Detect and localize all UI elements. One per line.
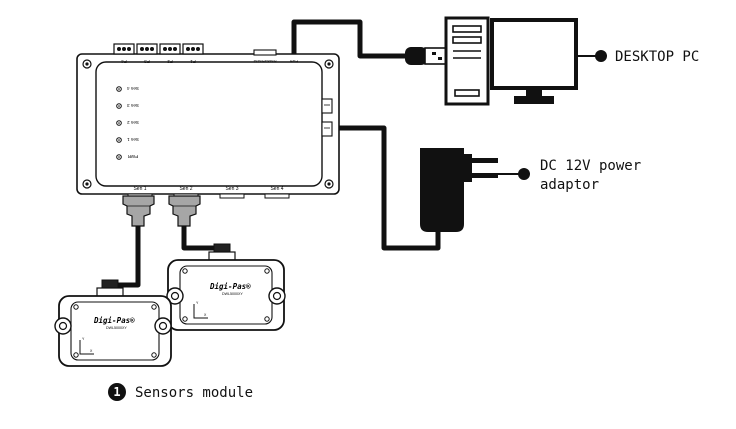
desktop-pc-label: DESKTOP PC <box>615 49 699 65</box>
power-adaptor-label-line2: adaptor <box>540 177 599 193</box>
svg-text:X: X <box>204 313 207 317</box>
sensors-module-label: Sensors module <box>135 385 253 401</box>
usb-cable <box>291 19 410 59</box>
sensor-module-1: Digi-Pas® DWL5000XY Y X <box>54 279 172 367</box>
sensor-module-2: Digi-Pas® DWL5000XY Y X <box>166 243 286 331</box>
pc-leader-dot <box>595 50 607 62</box>
callout-number-badge <box>108 383 126 401</box>
terminal-block <box>182 43 204 55</box>
sensor-model: DWL5000XY <box>106 326 127 330</box>
sensor-plug-1 <box>122 195 155 227</box>
led-label: PWR <box>127 154 138 159</box>
terminal-label: P4 <box>121 59 127 64</box>
usb-plug-icon <box>405 47 448 65</box>
axis-marker-icon <box>193 304 208 319</box>
usb-port <box>253 49 277 56</box>
axis-marker-icon <box>79 340 94 355</box>
terminal-block <box>159 43 181 55</box>
port-label: Sen 1 <box>133 186 146 192</box>
mount-hole <box>82 59 92 69</box>
port-label: Sen 2 <box>179 186 192 192</box>
sensor-cable-2 <box>181 224 226 251</box>
side-connector <box>321 121 333 137</box>
sensor-cable-1 <box>110 224 141 288</box>
sensor-model: DWL5000XY <box>222 292 243 296</box>
mount-hole <box>324 59 334 69</box>
desktop-pc-icon <box>444 16 578 106</box>
led-label: Sen 3 <box>127 103 139 108</box>
led-label: Sen 4 <box>127 86 139 91</box>
controller-box: P4 P3 P2 P1 RS485/RS232 PWR Sen 4 Sen 3 … <box>76 43 340 199</box>
port-label: Sen 4 <box>270 186 283 192</box>
svg-text:Y: Y <box>196 301 199 305</box>
terminal-label: P1 <box>190 59 196 64</box>
led-label: Sen 2 <box>127 120 139 125</box>
sensor-brand: Digi-Pas® <box>209 282 251 291</box>
callout-number: 1 <box>113 385 120 399</box>
svg-text:X: X <box>90 349 93 353</box>
mount-hole <box>82 179 92 189</box>
svg-text:Y: Y <box>82 337 85 341</box>
sensor-port <box>219 193 245 199</box>
pwr-port-label: PWR <box>289 59 298 63</box>
led-label: Sen 1 <box>127 137 139 142</box>
terminal-block <box>136 43 158 55</box>
terminal-block <box>113 43 135 55</box>
power-adaptor-icon <box>420 148 498 232</box>
sensor-brand: Digi-Pas® <box>93 316 135 325</box>
mount-hole <box>324 179 334 189</box>
sensor-port <box>264 193 290 199</box>
side-connector <box>321 98 333 114</box>
power-cable <box>336 125 441 251</box>
power-adaptor-label-line1: DC 12V power <box>540 158 641 174</box>
terminal-label: P3 <box>144 59 150 64</box>
usb-port-label: RS485/RS232 <box>254 59 277 63</box>
adaptor-leader-dot <box>518 168 530 180</box>
sensor-plug-2 <box>168 195 201 227</box>
terminal-label: P2 <box>167 59 173 64</box>
port-label: Sen 3 <box>225 186 238 192</box>
